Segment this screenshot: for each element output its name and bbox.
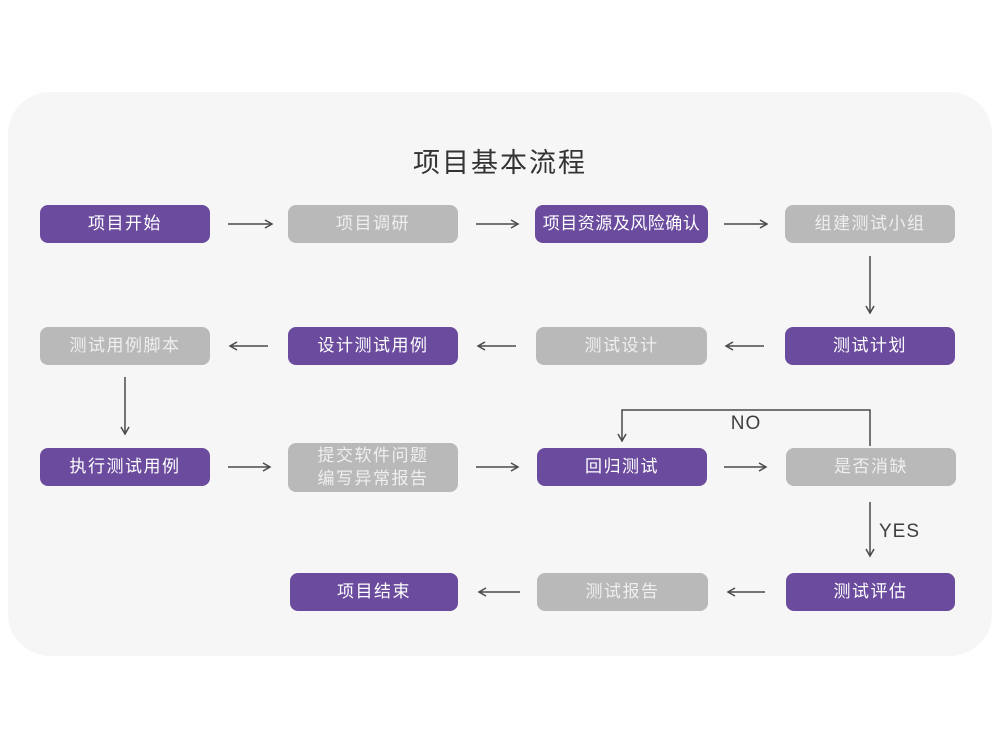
flow-node-test-evaluation: 测试评估 [786, 573, 955, 611]
flow-node-test-case-scripts: 测试用例脚本 [40, 327, 210, 365]
flow-node-test-report: 测试报告 [537, 573, 708, 611]
flow-node-test-plan: 测试计划 [785, 327, 955, 365]
flowchart-card-background [8, 92, 992, 656]
flow-node-project-start: 项目开始 [40, 205, 210, 243]
flow-node-design-test-cases: 设计测试用例 [288, 327, 458, 365]
flow-node-test-design: 测试设计 [536, 327, 707, 365]
flow-node-build-test-team: 组建测试小组 [785, 205, 955, 243]
edge-label-no: NO [730, 413, 762, 434]
flow-node-resource-risk-confirm: 项目资源及风险确认 [535, 205, 708, 243]
flow-node-regression-test: 回归测试 [537, 448, 707, 486]
flow-node-submit-issue-report: 提交软件问题 编写异常报告 [288, 443, 458, 492]
page-title: 项目基本流程 [413, 148, 587, 178]
flow-node-project-research: 项目调研 [288, 205, 458, 243]
edge-label-yes: YES [879, 521, 921, 542]
flow-node-execute-test-cases: 执行测试用例 [40, 448, 210, 486]
flow-node-defect-cleared-decision: 是否消缺 [786, 448, 956, 486]
flow-node-project-end: 项目结束 [290, 573, 458, 611]
